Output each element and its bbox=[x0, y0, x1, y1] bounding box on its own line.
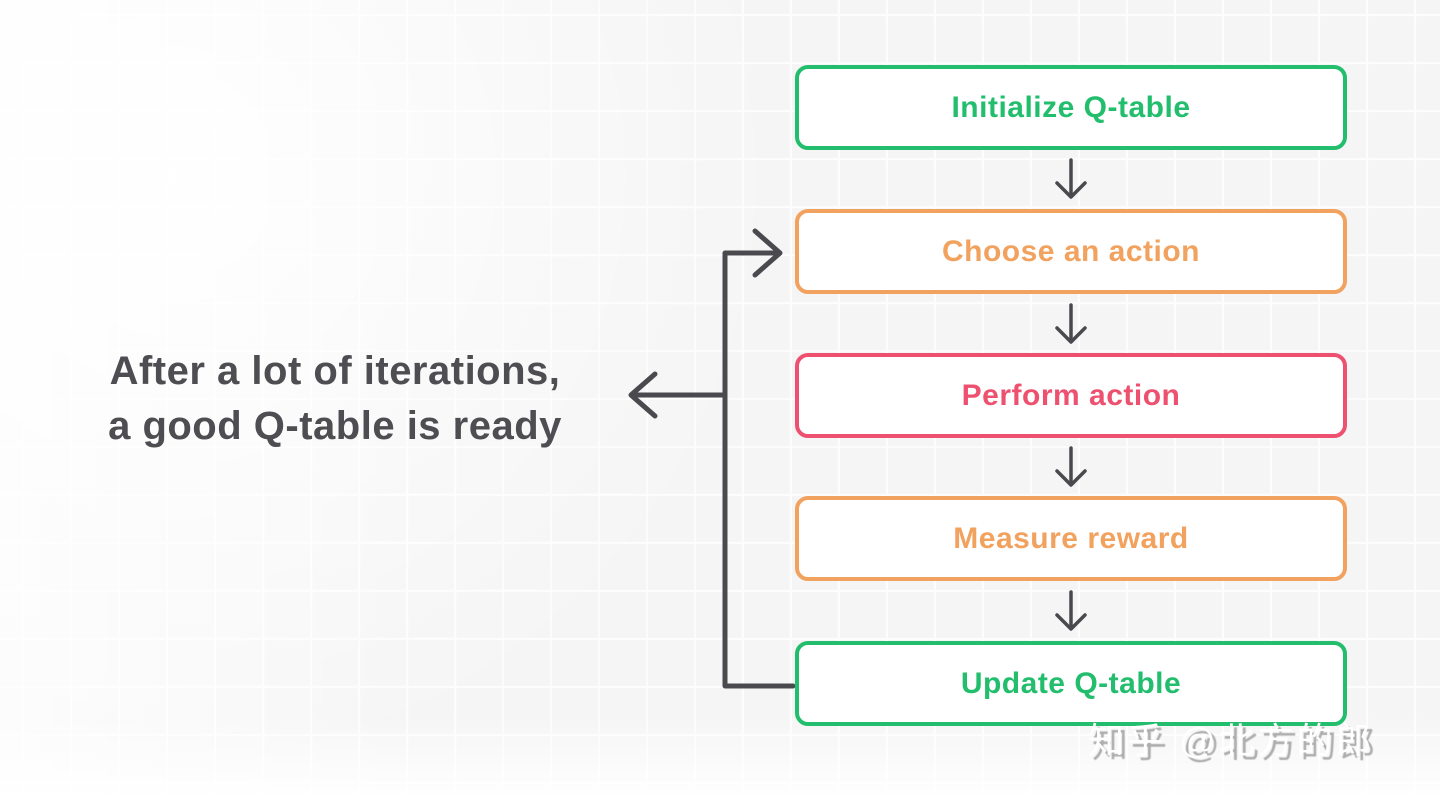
iterations-note: After a lot of iterations, a good Q-tabl… bbox=[70, 344, 600, 454]
node-measure-reward: Measure reward bbox=[795, 496, 1347, 581]
iterations-note-line2: a good Q-table is ready bbox=[108, 404, 562, 448]
flow-arrow-down-1 bbox=[1055, 158, 1087, 199]
flow-arrow-down-3 bbox=[1055, 446, 1087, 487]
node-initialize-q-table: Initialize Q-table bbox=[795, 65, 1347, 150]
flow-arrow-down-4 bbox=[1055, 590, 1087, 631]
node-label: Update Q-table bbox=[960, 666, 1182, 700]
zhihu-watermark: 知乎 @北方的郎 bbox=[1088, 720, 1375, 761]
flow-arrow-down-2 bbox=[1055, 303, 1087, 344]
exit-left-arrow bbox=[628, 371, 728, 419]
node-choose-an-action: Choose an action bbox=[795, 209, 1347, 294]
node-label: Choose an action bbox=[941, 234, 1201, 268]
loop-back-arrow bbox=[722, 228, 796, 689]
node-label: Perform action bbox=[961, 378, 1181, 412]
node-update-q-table: Update Q-table bbox=[795, 641, 1347, 726]
node-label: Measure reward bbox=[953, 521, 1189, 555]
node-label: Initialize Q-table bbox=[951, 90, 1191, 124]
iterations-note-line1: After a lot of iterations, bbox=[109, 349, 561, 393]
node-perform-action: Perform action bbox=[795, 353, 1347, 438]
